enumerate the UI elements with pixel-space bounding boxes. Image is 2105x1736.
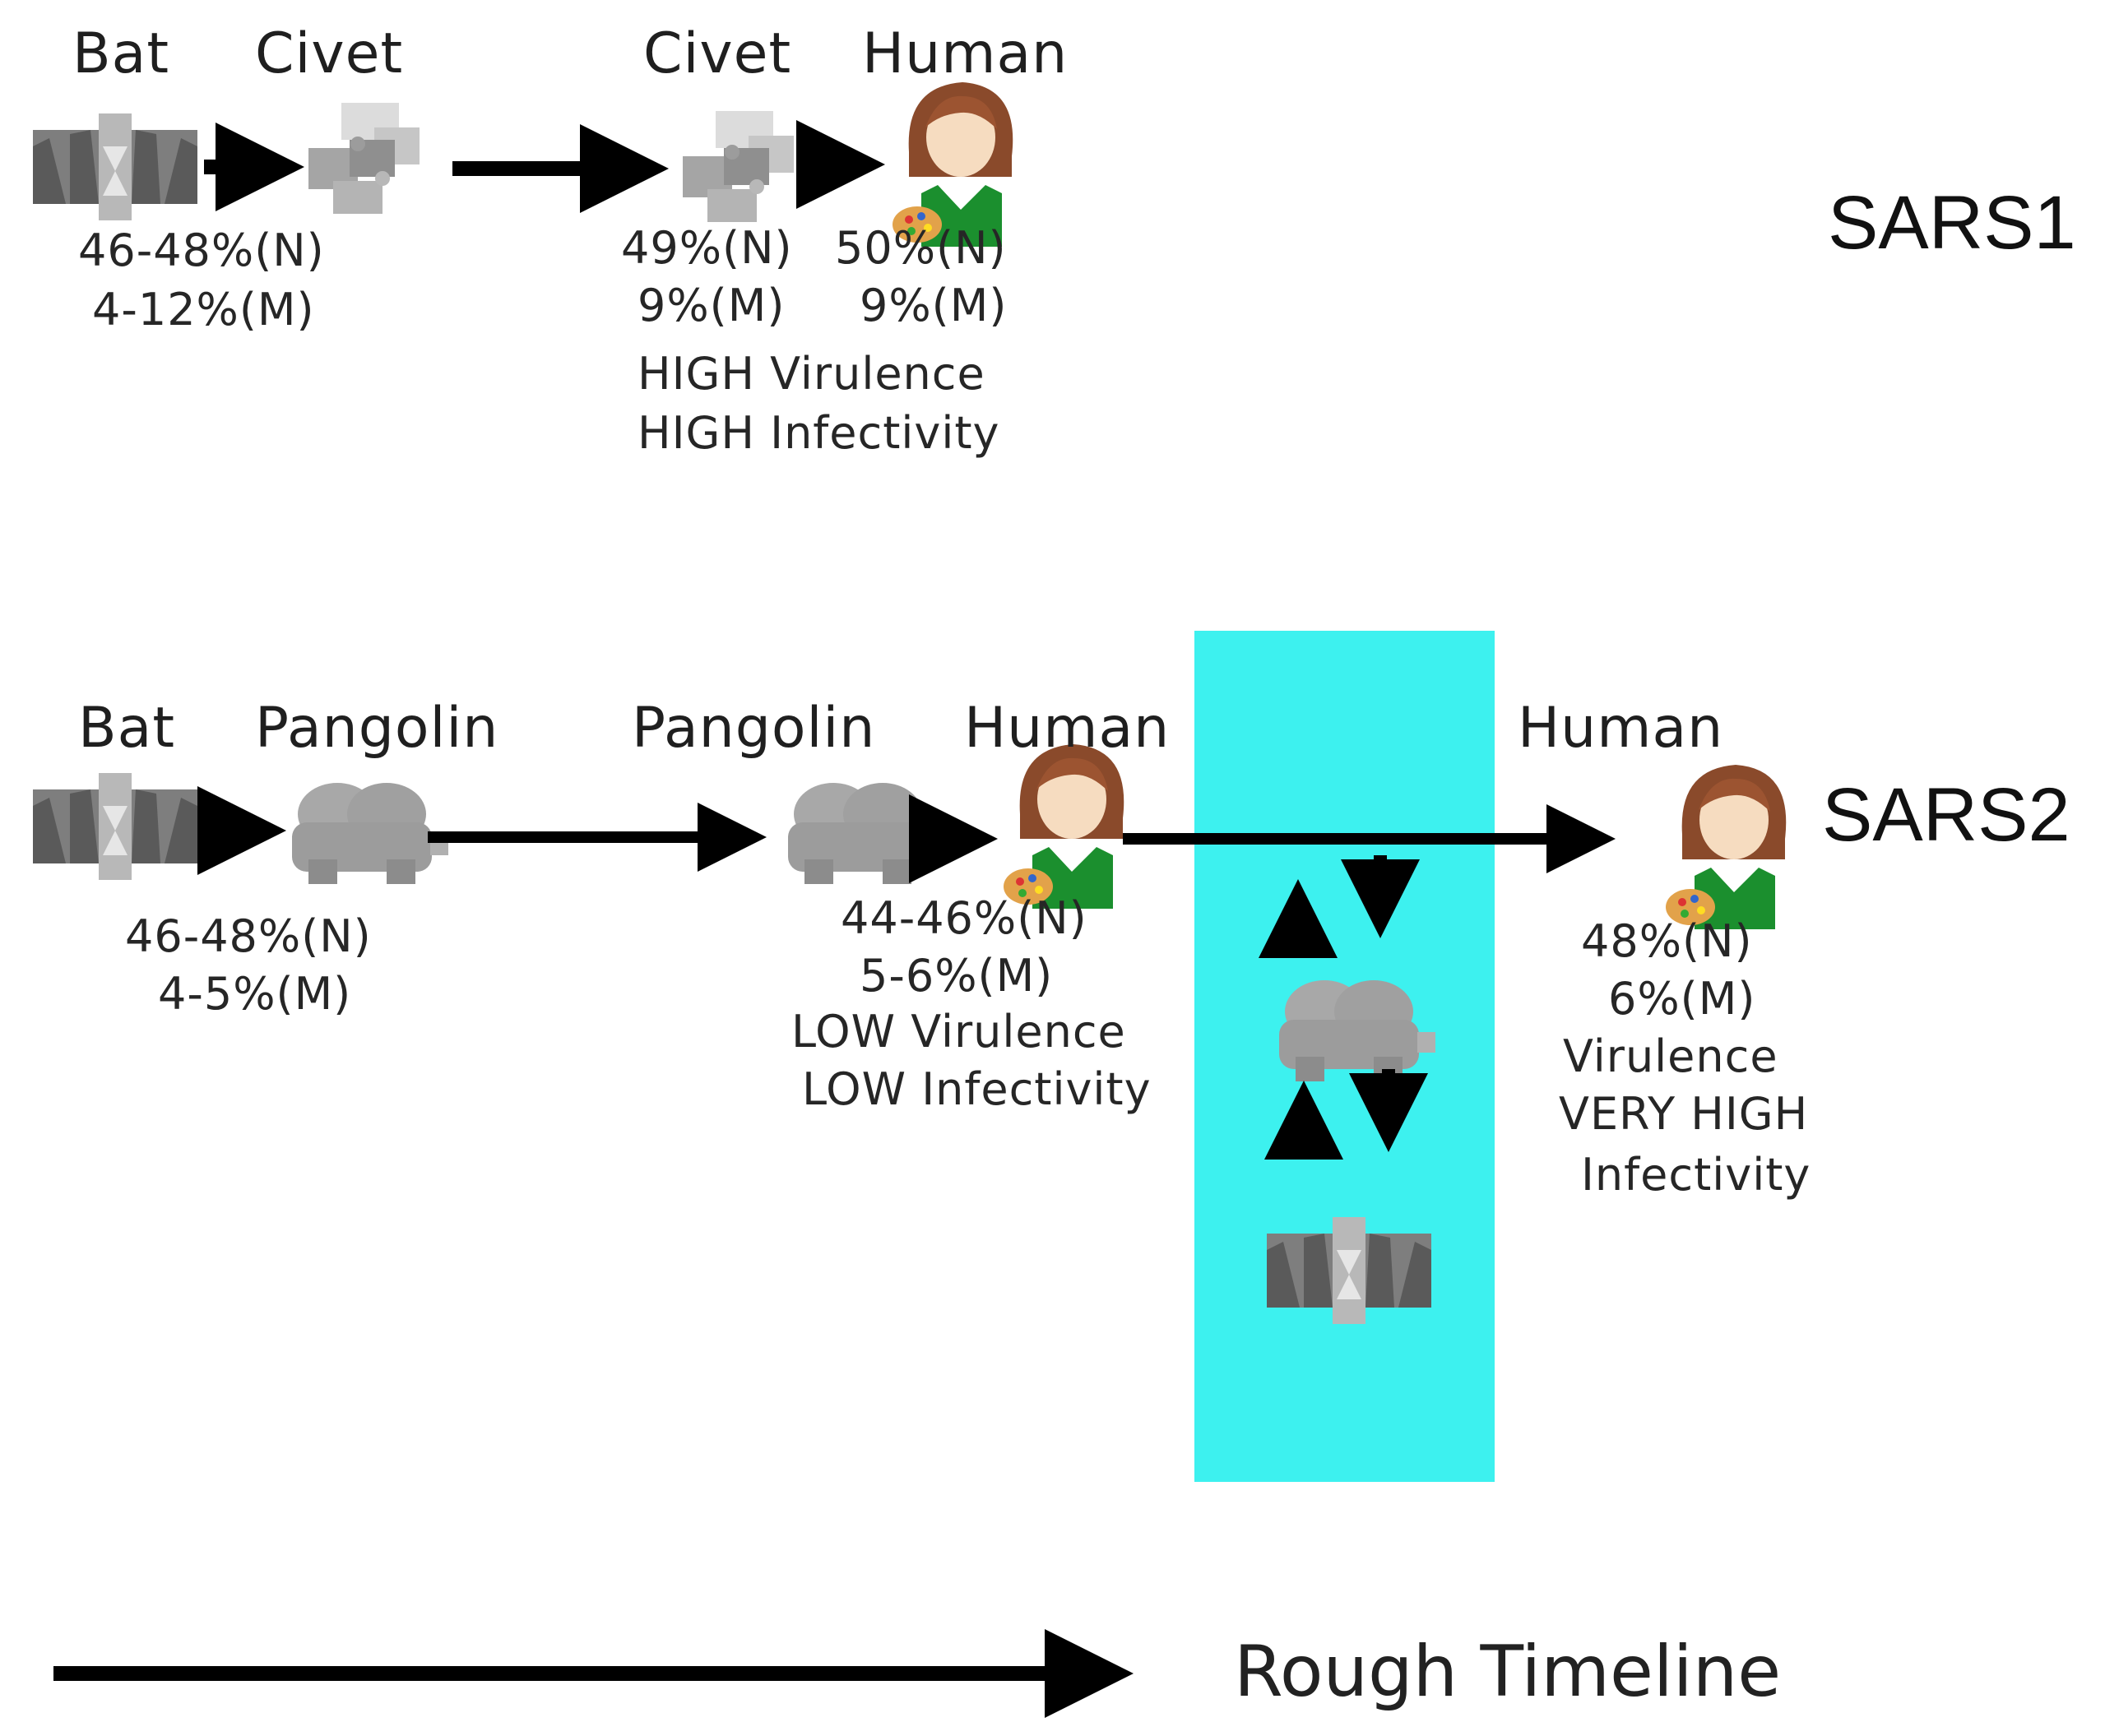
sars1-human-n: 50%(N)	[835, 222, 1007, 274]
sars1-note-virulence: HIGH Virulence	[638, 348, 985, 400]
sars1-label-bat: Bat	[72, 21, 169, 86]
civet-icon	[308, 103, 420, 214]
sars1-label-human: Human	[862, 21, 1069, 86]
sars2-label-bat: Bat	[78, 696, 175, 761]
sars1-label-civet: Civet	[255, 21, 404, 86]
human-icon	[1004, 744, 1138, 909]
sars2-pangolin-virulence: LOW Virulence	[791, 1006, 1126, 1058]
sars2-human-very-high: VERY HIGH	[1559, 1088, 1809, 1140]
civet-icon	[683, 111, 794, 222]
sars1-label-civet-2: Civet	[643, 21, 792, 86]
sars2-label-pangolin: Pangolin	[255, 696, 499, 761]
sars1-note-infectivity: HIGH Infectivity	[638, 407, 1000, 459]
sars2-label-human-2: Human	[1518, 696, 1724, 761]
sars2-label-human: Human	[964, 696, 1171, 761]
sars2-pangolin-m: 5-6%(M)	[860, 950, 1054, 1002]
sars1-bat-m: 4-12%(M)	[92, 284, 315, 336]
sars2-pangolin-n: 44-46%(N)	[841, 892, 1087, 944]
bat-icon	[33, 773, 197, 880]
sars2-label-pangolin-2: Pangolin	[632, 696, 876, 761]
sars1-civet-m: 9%(M)	[638, 280, 786, 331]
sars2-human-virulence: Virulence	[1563, 1030, 1778, 1082]
bat-icon	[33, 113, 197, 220]
sars1-human-m: 9%(M)	[860, 280, 1008, 331]
pangolin-icon	[788, 783, 944, 884]
timeline-label: Rough Timeline	[1234, 1631, 1782, 1713]
sars2-human-infectivity: Infectivity	[1581, 1149, 1811, 1201]
sars2-bat-m: 4-5%(M)	[158, 968, 352, 1020]
sars1-bat-n: 46-48%(N)	[78, 225, 325, 276]
sars2-title: SARS2	[1822, 773, 2070, 857]
human-icon	[1666, 765, 1800, 929]
sars1-title: SARS1	[1828, 181, 2076, 265]
sars1-civet-n: 49%(N)	[621, 222, 793, 274]
sars2-human-m: 6%(M)	[1608, 973, 1756, 1025]
pangolin-icon	[292, 783, 448, 884]
sars2-human-n: 48%(N)	[1581, 915, 1753, 967]
sars2-pangolin-infectivity: LOW Infectivity	[802, 1063, 1152, 1115]
sars2-bat-n: 46-48%(N)	[125, 910, 372, 962]
